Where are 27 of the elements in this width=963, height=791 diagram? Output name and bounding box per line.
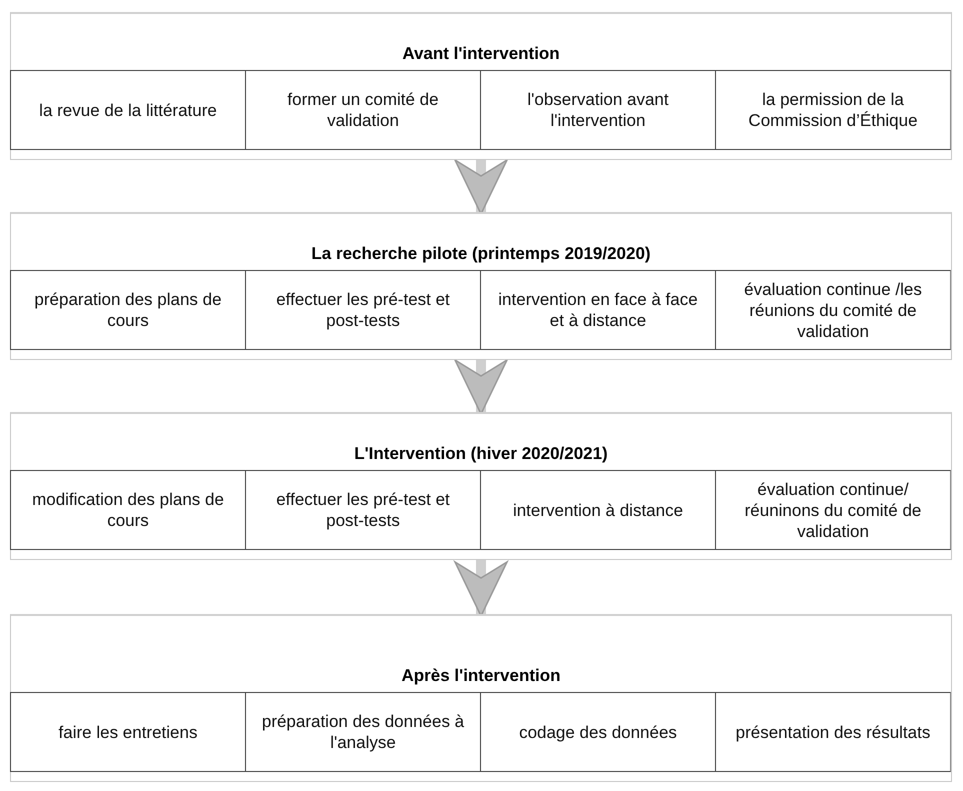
step-box: faire les entretiens — [10, 692, 246, 772]
chevron-arrow — [454, 560, 508, 617]
step-box: évaluation continue /les réunions du comité de validation — [715, 270, 951, 350]
step-box: intervention à distance — [480, 470, 716, 550]
phase-panel — [10, 212, 952, 360]
phase-title: Avant l'intervention — [402, 44, 560, 63]
step-box: la permission de la Commission d’Éthique — [715, 70, 951, 150]
step-box: intervention en face à face et à distance — [480, 270, 716, 350]
step-box: la revue de la littérature — [10, 70, 246, 150]
step-box: préparation des plans de cours — [10, 270, 246, 350]
phase-title: Après l'intervention — [402, 666, 560, 685]
step-box: présentation des résultats — [715, 692, 951, 772]
step-box: modification des plans de cours — [10, 470, 246, 550]
chevron-arrow — [454, 359, 508, 415]
step-box: former un comité de validation — [245, 70, 481, 150]
step-box: évaluation continue/ réuninons du comité de validation — [715, 470, 951, 550]
step-box: effectuer les pré-test et post-tests — [245, 270, 481, 350]
step-box: effectuer les pré-test et post-tests — [245, 470, 481, 550]
step-box: codage des données — [480, 692, 716, 772]
phase-panel — [10, 412, 952, 560]
chevron-arrow — [454, 159, 508, 215]
phase-panel — [10, 12, 952, 160]
step-box: préparation des données à l'analyse — [245, 692, 481, 772]
phase-panel — [10, 614, 952, 782]
phase-title: L'Intervention (hiver 2020/2021) — [354, 444, 608, 463]
phase-title: La recherche pilote (printemps 2019/2020) — [311, 244, 651, 263]
step-box: l'observation avant l'intervention — [480, 70, 716, 150]
